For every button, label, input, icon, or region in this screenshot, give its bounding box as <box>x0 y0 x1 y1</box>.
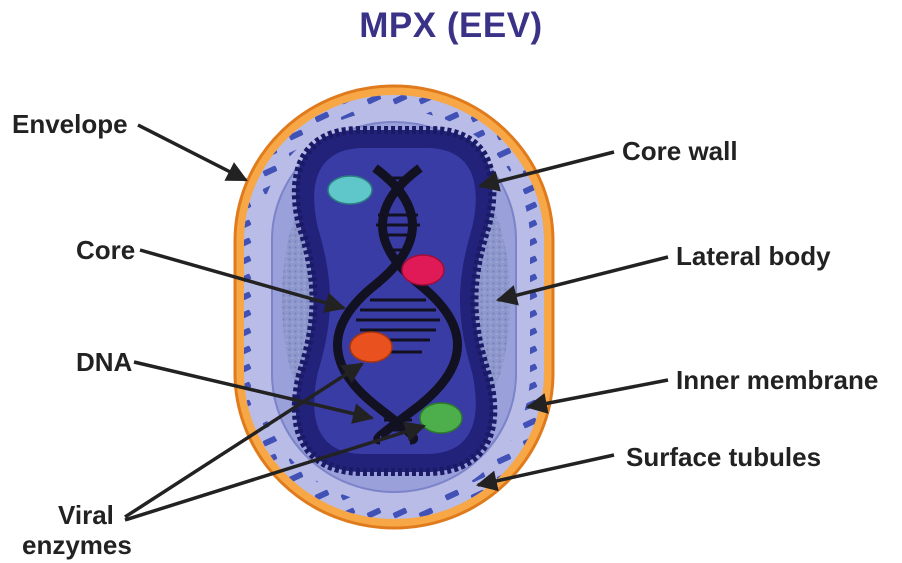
label-inner-membrane: Inner membrane <box>676 367 878 393</box>
enzyme-green <box>420 403 462 433</box>
label-surface-tubules: Surface tubules <box>626 444 821 470</box>
label-viral-enzymes-line2: enzymes <box>22 532 132 558</box>
arrow-envelope <box>138 125 246 180</box>
label-core: Core <box>76 237 135 263</box>
label-lateral-body: Lateral body <box>676 243 831 269</box>
enzyme-cyan <box>328 176 372 204</box>
label-core-wall: Core wall <box>622 138 738 164</box>
enzyme-magenta <box>402 255 444 285</box>
label-envelope: Envelope <box>12 111 128 137</box>
label-dna: DNA <box>76 349 132 375</box>
enzyme-orange <box>350 332 392 362</box>
label-viral-enzymes-line1: Viral <box>58 502 114 528</box>
